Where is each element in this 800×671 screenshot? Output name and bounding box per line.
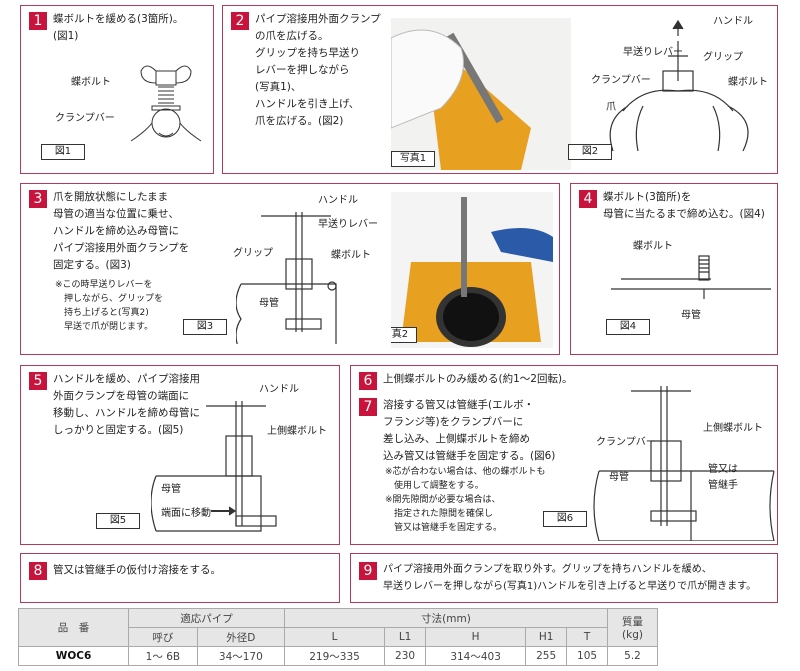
step-text: 溶接する管又は管継手(エルボ・ フランジ等)をクランプバーに 差し込み、上側蝶ボ… (383, 399, 556, 462)
label-grip: グリップ (703, 52, 743, 63)
figure-caption: 図1 (41, 144, 85, 160)
step-text: 管又は管継手の仮付け溶接をする。 (53, 564, 221, 576)
label-move-to-end: 端面に移動 (161, 508, 211, 519)
step-text: 蝶ボルト(3箇所)を 母管に当たるまで締め込む。(図4) (603, 191, 765, 220)
label-main-pipe: 母管 (161, 484, 181, 495)
step-number: 8 (29, 562, 47, 580)
step-text: 爪を開放状態にしたまま 母管の適当な位置に乗せ、 ハンドルを締め込み母管に パイ… (53, 191, 190, 271)
label-wing-bolt: 蝶ボルト (71, 77, 111, 88)
wing-bolt-figure (130, 65, 202, 142)
cell: WOC6 (18, 646, 129, 666)
step-note: ※この時早送りレバーを 押しながら、グリップを 持ち上げると(写真2) 早送で爪… (55, 280, 164, 332)
label-upper-wing-bolt: 上側蝶ボルト (703, 423, 763, 434)
figure-3-clamp-on-pipe (236, 212, 337, 344)
step-text: パイプ溶接用外面クランプを取り外す。グリップを持ちハンドルを緩め、 早送りレバー… (383, 564, 757, 592)
step-note: ※芯が合わない場合は、他の蝶ボルトも 使用して調整をする。 ※開先隙間が必要な場… (385, 467, 546, 533)
step-8-panel: 8 管又は管継手の仮付け溶接をする。 (20, 553, 340, 603)
figure-2-clamp-open (609, 19, 749, 152)
step-number: 4 (579, 190, 597, 208)
label-pipe-or-fitting: 管又は 管継手 (708, 464, 738, 491)
figure-6-fitting-clamped (593, 386, 775, 541)
label-clamp-bar: クランプバー (596, 437, 656, 448)
step-number: 3 (29, 190, 47, 208)
col-pipe: 適応パイプ (128, 608, 285, 628)
step-text: 上側蝶ボルトのみ緩める(約1〜2回転)。 (383, 373, 573, 385)
col-mass: 質量 (kg) (607, 608, 658, 647)
label-clamp-bar: クランプバー (591, 75, 651, 86)
label-quick-lever: 早送りレバー (623, 47, 683, 58)
step-number: 5 (29, 372, 47, 390)
photo-1: 写真1 (391, 18, 571, 170)
figure-caption: 図2 (568, 144, 612, 160)
cell: 230 (384, 646, 427, 666)
step-text: ハンドルを緩め、パイプ溶接用 外面クランプを母管の端面に 移動し、ハンドルを締め… (53, 373, 200, 436)
spec-table: 品 番 適応パイプ 寸法(mm) 質量 (kg) 呼び 外径D L L1 H H… (18, 608, 658, 666)
col-dimensions: 寸法(mm) (283, 608, 609, 628)
step-text: パイプ溶接用外面クランプ の爪を広げる。 グリップを持ち早送り レバーを押しなが… (255, 13, 381, 127)
step-number: 1 (29, 12, 47, 30)
photo-caption: 写真2 (391, 327, 417, 343)
cell: 255 (525, 646, 568, 666)
figure-4-bolt-tightened (611, 255, 771, 299)
cell: 105 (566, 646, 608, 666)
col-L: L (283, 627, 386, 647)
cell: 1〜 6B (128, 646, 198, 666)
label-handle: ハンドル (259, 384, 299, 395)
label-clamp-bar: クランプバー (55, 113, 115, 124)
figure-caption: 図4 (606, 319, 650, 335)
label-handle: ハンドル (713, 16, 753, 27)
figure-caption: 図3 (183, 319, 227, 335)
step-text: 蝶ボルトを緩める(3箇所)。 (図1) (53, 13, 184, 42)
col-T: T (566, 627, 608, 647)
label-wing-bolt: 蝶ボルト (728, 77, 768, 88)
figure-caption: 図6 (543, 511, 587, 527)
cell: 34〜170 (196, 646, 285, 666)
step-number: 7 (359, 398, 377, 416)
col-model: 品 番 (18, 608, 129, 647)
label-wing-bolt: 蝶ボルト (633, 241, 673, 252)
step-number: 2 (231, 12, 249, 30)
photo-caption: 写真1 (391, 151, 435, 167)
label-quick-lever: 早送りレバー (318, 219, 378, 230)
label-main-pipe: 母管 (609, 472, 629, 483)
table-row: WOC6 1〜 6B 34〜170 219〜335 230 314〜403 25… (18, 646, 658, 666)
cell: 314〜403 (425, 646, 527, 666)
photo-2: 写真2 (391, 192, 553, 348)
step-2-panel: 2 パイプ溶接用外面クランプ の爪を広げる。 グリップを持ち早送り レバーを押し… (222, 5, 778, 174)
col-H1: H1 (525, 627, 568, 647)
label-main-pipe: 母管 (681, 310, 701, 321)
label-wing-bolt: 蝶ボルト (331, 250, 371, 261)
label-main-pipe: 母管 (259, 298, 279, 309)
label-handle: ハンドル (318, 195, 358, 206)
label-claw: 爪 (606, 102, 616, 113)
step-5-panel: 5 ハンドルを緩め、パイプ溶接用 外面クランプを母管の端面に 移動し、ハンドルを… (20, 365, 340, 545)
col-H: H (425, 627, 527, 647)
col-nominal: 呼び (128, 627, 198, 647)
label-grip: グリップ (233, 248, 273, 259)
step-4-panel: 4 蝶ボルト(3箇所)を 母管に当たるまで締め込む。(図4) 蝶ボルト 母管 図… (570, 183, 778, 355)
col-L1: L1 (384, 627, 427, 647)
cell: 5.2 (607, 646, 658, 666)
step-number: 6 (359, 372, 377, 390)
step-9-panel: 9 パイプ溶接用外面クランプを取り外す。グリップを持ちハンドルを緩め、 早送りレ… (350, 553, 778, 603)
step-3-panel: 3 爪を開放状態にしたまま 母管の適当な位置に乗せ、 ハンドルを締め込み母管に … (20, 183, 560, 355)
step-1-panel: 1 蝶ボルトを緩める(3箇所)。 (図1) 蝶ボルト クランプバー 図1 (20, 5, 214, 174)
step-6-7-panel: 6 上側蝶ボルトのみ緩める(約1〜2回転)。 7 溶接する管又は管継手(エルボ・… (350, 365, 778, 545)
col-od: 外径D (196, 627, 285, 647)
figure-5-clamp-at-end (151, 401, 277, 532)
cell: 219〜335 (283, 646, 386, 666)
step-number: 9 (359, 562, 377, 580)
label-upper-wing-bolt: 上側蝶ボルト (267, 426, 327, 437)
figure-caption: 図5 (96, 513, 140, 529)
